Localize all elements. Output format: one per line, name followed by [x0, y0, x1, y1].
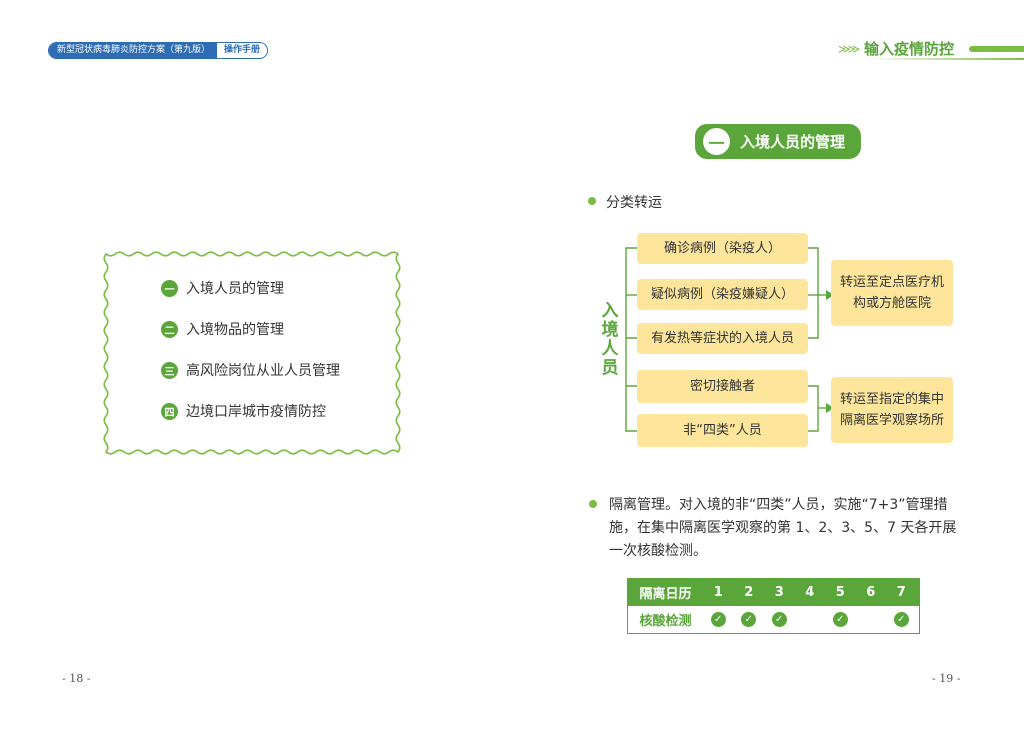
book-title-badge: 新型冠状病毒肺炎防控方案（第九版） 操作手册 [48, 42, 269, 59]
table-row: 核酸检测 ✓ ✓ ✓ ✓ ✓ [628, 605, 919, 632]
page-number-right: - 19 - [932, 672, 961, 685]
toc-label: 边境口岸城市疫情防控 [186, 404, 326, 420]
toc-item[interactable]: 三 高风险岗位从业人员管理 [161, 360, 340, 380]
toc-box: 一 入境人员的管理 二 入境物品的管理 三 高风险岗位从业人员管理 四 边境口岸… [103, 250, 401, 456]
table-cell: ✓ [734, 606, 765, 632]
toc-num: 三 [161, 361, 178, 379]
section-number: 一 [703, 128, 730, 155]
flow-target-box: 转运至指定的集中隔离医学观察场所 [831, 377, 953, 443]
chapter-title: 输入疫情防控 [864, 40, 955, 58]
table-row-label: 核酸检测 [639, 613, 692, 629]
toc-item[interactable]: 四 边境口岸城市疫情防控 [161, 401, 326, 421]
table-day: 3 [774, 584, 784, 600]
subtitle: 分类转运 [606, 195, 662, 211]
table-day: 6 [866, 584, 876, 600]
toc-item[interactable]: 一 入境人员的管理 [161, 278, 284, 298]
table-day: 1 [713, 584, 723, 600]
toc-num: 四 [161, 402, 178, 420]
toc-num: 二 [161, 320, 178, 338]
flow-box: 疑似病例（染疫嫌疑人） [637, 279, 808, 310]
table-header-label: 隔离日历 [639, 586, 692, 602]
test-schedule-table: 隔离日历 1 2 3 4 5 6 7 核酸检测 ✓ ✓ ✓ ✓ ✓ [627, 578, 920, 634]
page-number-left: - 18 - [62, 672, 91, 685]
table-day: 2 [744, 584, 754, 600]
flow-target-box: 转运至定点医疗机构或方舱医院 [831, 260, 953, 326]
table-day: 7 [896, 584, 906, 600]
wavy-border [103, 251, 401, 455]
section-title-pill: 一 入境人员的管理 [695, 124, 861, 159]
flow-box: 非“四类”人员 [637, 414, 808, 447]
table-cell [795, 606, 826, 632]
chapter-header: ≫≫ 输入疫情防控 [834, 36, 1024, 66]
toc-item[interactable]: 二 入境物品的管理 [161, 319, 284, 339]
section-title: 入境人员的管理 [740, 133, 846, 151]
flow-box: 确诊病例（染疫人） [637, 233, 808, 264]
book-title: 新型冠状病毒肺炎防控方案（第九版） [49, 43, 218, 58]
toc-num: 一 [161, 279, 178, 297]
check-circle-icon: ✓ [741, 611, 757, 627]
table-cell: ✓ [764, 606, 795, 632]
vertical-label: 入境人员 [601, 301, 619, 378]
double-chevron-icon: ≫≫ [838, 42, 860, 56]
check-circle-icon: ✓ [710, 611, 726, 627]
book-tag: 操作手册 [217, 43, 268, 58]
table-cell: ✓ [703, 606, 734, 632]
header-underline [864, 58, 1024, 60]
table-day: 4 [805, 584, 815, 600]
check-circle-icon: ✓ [771, 611, 787, 627]
table-day: 5 [835, 584, 845, 600]
table-cell: ✓ [825, 606, 856, 632]
check-circle-icon: ✓ [832, 611, 848, 627]
toc-label: 入境人员的管理 [186, 281, 284, 297]
isolation-paragraph: 隔离管理。对入境的非“四类”人员，实施“7+3”管理措施，在集中隔离医学观察的第… [609, 497, 957, 559]
flow-box: 有发热等症状的入境人员 [637, 323, 808, 354]
bullet-icon [589, 500, 597, 508]
header-bar [969, 46, 1024, 52]
table-cell: ✓ [886, 606, 917, 632]
toc-label: 高风险岗位从业人员管理 [186, 363, 340, 379]
table-header-row: 隔离日历 1 2 3 4 5 6 7 [628, 579, 919, 605]
flow-connectors [625, 247, 834, 432]
toc-label: 入境物品的管理 [186, 322, 284, 338]
bullet-icon [588, 197, 596, 205]
check-circle-icon: ✓ [893, 611, 909, 627]
table-cell [856, 606, 887, 632]
flow-box: 密切接触者 [637, 370, 808, 403]
